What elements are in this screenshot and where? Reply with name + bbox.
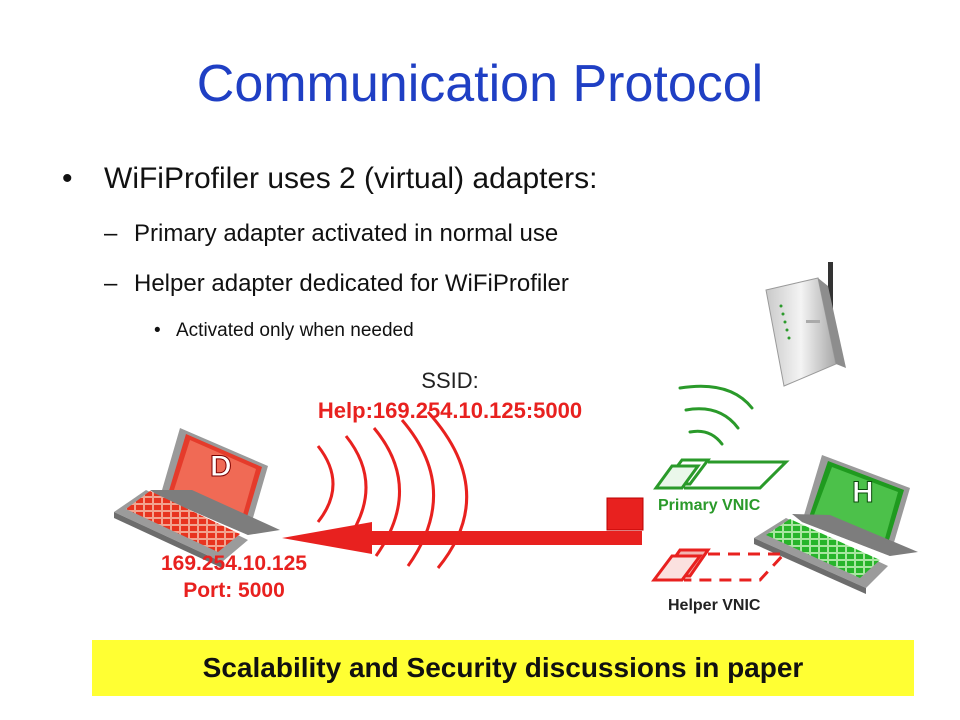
wifi-waves-icon: [678, 384, 754, 446]
bullet-main-text: WiFiProfiler uses 2 (virtual) adapters:: [104, 162, 598, 195]
broadcast-waves-icon: [316, 410, 469, 569]
primary-vnic-label: Primary VNIC: [658, 497, 761, 514]
helper-nic-icon: [651, 548, 788, 582]
bullet-sub-2: –Helper adapter dedicated for WiFiProfil…: [104, 270, 569, 298]
bullet-subsub-text: Activated only when needed: [176, 320, 414, 341]
bullet-subsub: • Activated only when needed: [154, 320, 414, 342]
dash-mark: –: [104, 270, 118, 297]
primary-nic-icon: [653, 458, 790, 490]
bullet-main: • WiFiProfiler uses 2 (virtual) adapters:: [62, 162, 597, 196]
broadcast-arrow: [282, 497, 644, 554]
bullet-mark: •: [62, 162, 73, 195]
bullet-sub-1: –Primary adapter activated in normal use: [104, 220, 558, 248]
bullet-mark-small: •: [154, 320, 161, 341]
page-title: Communication Protocol: [196, 55, 764, 113]
device-h-label: H: [852, 476, 874, 509]
ssid-value: Help:169.254.10.125:5000: [317, 398, 583, 423]
access-point-icon: [765, 262, 846, 387]
bullet-sub-1-text: Primary adapter activated in normal use: [134, 220, 559, 247]
device-d-label: D: [210, 450, 232, 483]
laptop-d-icon: [114, 428, 280, 568]
helper-vnic-label: Helper VNIC: [668, 597, 761, 614]
footer-text: Scalability and Security discussions in …: [202, 652, 804, 683]
footer-banner: Scalability and Security discussions in …: [92, 640, 914, 696]
bullet-sub-2-text: Helper adapter dedicated for WiFiProfile…: [134, 270, 569, 297]
dash-mark: –: [104, 220, 118, 247]
device-ip: 169.254.10.125: [161, 552, 307, 575]
device-port: Port: 5000: [183, 579, 285, 603]
ssid-label: SSID:: [421, 368, 479, 393]
laptop-h-icon: [754, 455, 918, 594]
device-address: 169.254.10.125 Port: 5000: [84, 550, 384, 605]
